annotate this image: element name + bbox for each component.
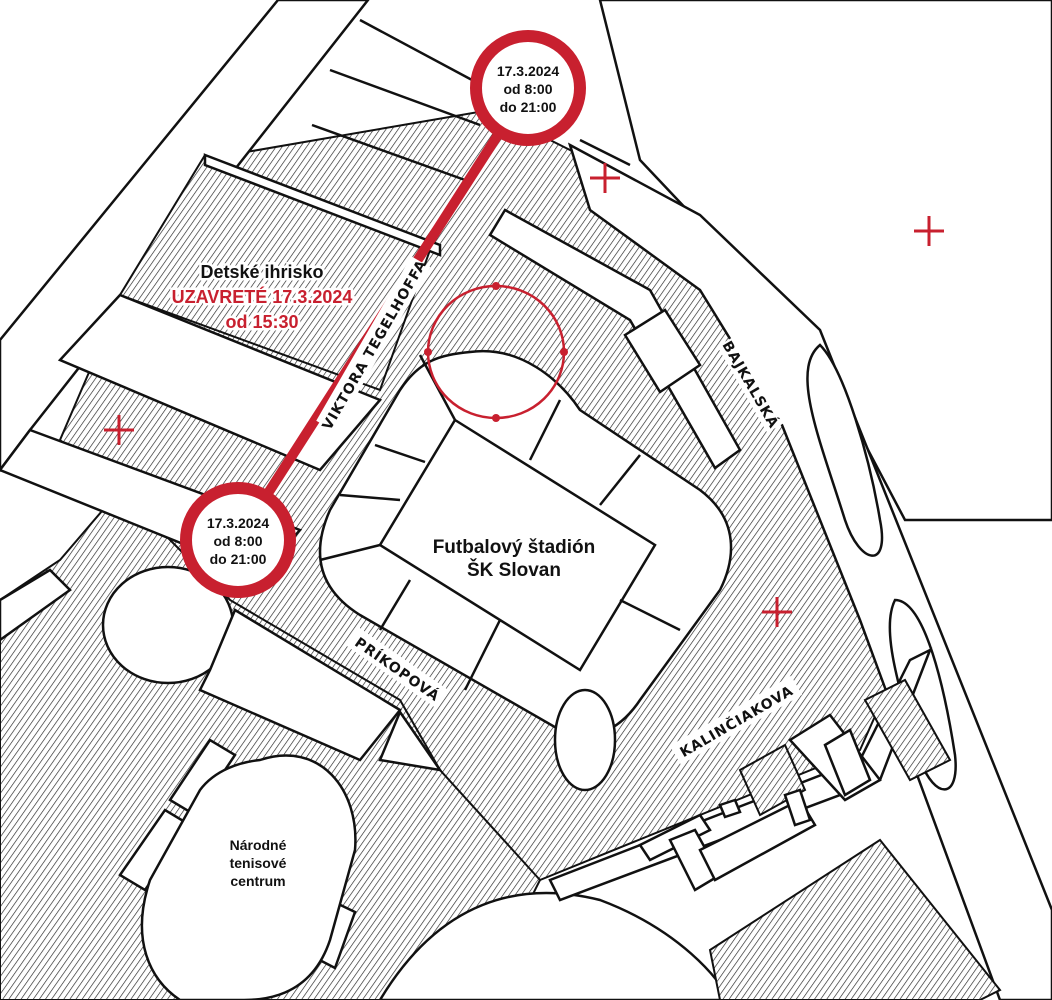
playground-title: Detské ihrisko	[200, 262, 323, 282]
main-road-right	[598, 0, 1052, 522]
buildings-cluster	[638, 713, 882, 892]
stadium-pitch	[378, 418, 657, 672]
closure-badge-top-from: od 8:00	[503, 81, 552, 97]
playground-time: od 15:30	[225, 312, 298, 332]
stand-dividers	[319, 354, 681, 691]
stadium-label-line1: Futbalový štadión	[433, 537, 596, 558]
parking-bay	[806, 343, 884, 557]
building	[488, 208, 742, 470]
tennis-label-line1: Národné	[230, 837, 287, 853]
hatched-field	[708, 838, 1002, 1000]
closure-badge-left-date: 17.3.2024	[207, 515, 269, 531]
playground-closed: UZAVRETÉ 17.3.2024	[172, 286, 353, 307]
strip	[57, 293, 383, 472]
closure-badge-top-to: do 21:00	[500, 99, 557, 115]
tennis-label-line2: tenisové	[230, 855, 287, 871]
tennis-label-line3: centrum	[230, 873, 285, 889]
building-left	[198, 608, 402, 762]
cross-marker-icon	[104, 163, 944, 627]
closure-badge-left-to: do 21:00	[210, 551, 267, 567]
closure-badge-left-from: od 8:00	[213, 533, 262, 549]
road-segment	[0, 568, 72, 642]
bajkalska-road	[567, 142, 1052, 1000]
closure-badge-top-date: 17.3.2024	[497, 63, 559, 79]
stadium-oval	[553, 688, 617, 792]
building-block	[623, 308, 702, 394]
closure-badge-icon: 17.3.2024 od 8:00 do 21:00	[470, 30, 586, 146]
stadium-label-line2: ŠK Slovan	[467, 559, 561, 581]
closure-badge-icon: 17.3.2024 od 8:00 do 21:00	[180, 482, 296, 598]
arena-arc	[378, 891, 732, 1000]
